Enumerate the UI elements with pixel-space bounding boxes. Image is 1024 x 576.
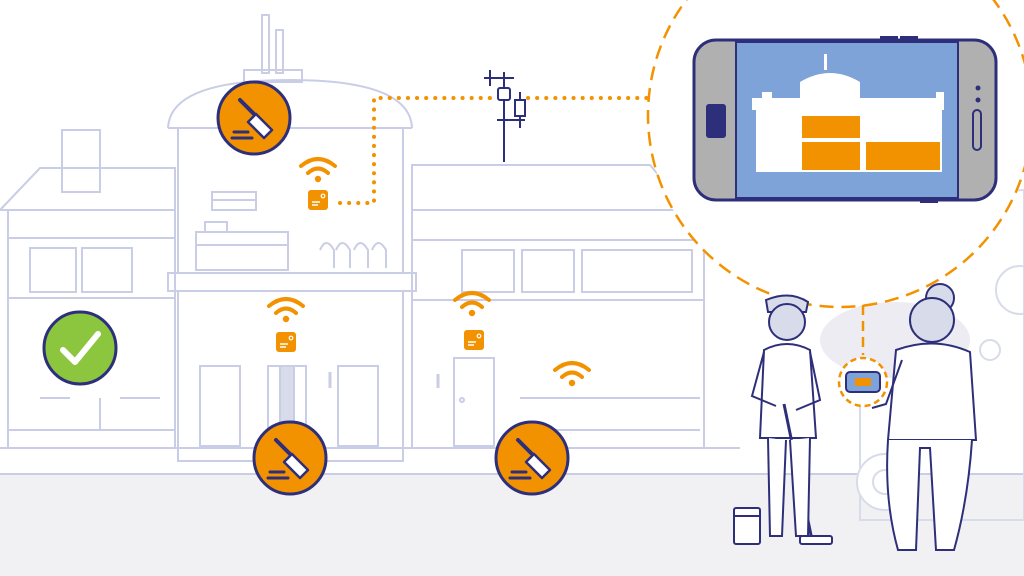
central-tower bbox=[167, 14, 417, 462]
wifi-sensor-icon-right bbox=[453, 291, 491, 351]
mop-badge-icon-tower bbox=[216, 80, 292, 156]
data-link-line bbox=[338, 96, 650, 205]
ground bbox=[0, 474, 1024, 576]
mop-badge-icon-ground-center bbox=[252, 420, 328, 496]
mop-badge-icon-ground-right bbox=[494, 420, 570, 496]
wifi-sensor-icon-floor bbox=[553, 361, 591, 389]
right-building bbox=[411, 164, 705, 449]
smartphone-icon bbox=[692, 36, 998, 203]
wifi-sensor-icon-center bbox=[267, 297, 305, 353]
supervisor-with-phone bbox=[871, 283, 978, 551]
cleaner-with-mop bbox=[733, 294, 833, 545]
building-status-map bbox=[752, 54, 944, 172]
wifi-sensor-icon-tower bbox=[299, 157, 337, 211]
phone-zoom-badge bbox=[837, 356, 889, 408]
left-building bbox=[0, 129, 176, 449]
check-badge-icon bbox=[42, 310, 118, 386]
antenna-icon bbox=[484, 70, 526, 162]
